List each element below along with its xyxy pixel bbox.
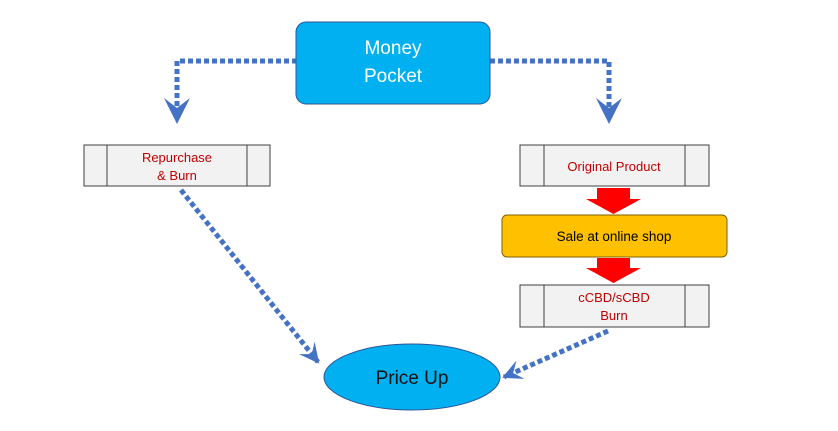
arrowhead-down-icon <box>164 98 190 124</box>
money-pocket-label-line2: Pocket <box>364 66 423 87</box>
repurchase-burn-node: Repurchase & Burn <box>83 144 271 187</box>
block-arrow-down-icon <box>586 188 641 214</box>
ccbd-scbd-burn-label-line2: Burn <box>600 308 627 323</box>
sale-online-shop-label: Sale at online shop <box>557 229 672 244</box>
connector-pocket-to-original-product <box>490 58 612 118</box>
repurchase-burn-label-line2: & Burn <box>157 168 197 183</box>
price-up-node: Price Up <box>323 343 501 411</box>
connector-pocket-to-repurchase <box>174 58 297 118</box>
arrowhead-down-icon <box>596 98 622 124</box>
ccbd-scbd-burn-node: cCBD/sCBD Burn <box>519 284 710 328</box>
price-up-label: Price Up <box>376 368 449 389</box>
connector-burn-to-price-up <box>502 328 610 380</box>
repurchase-burn-label-line1: Repurchase <box>142 150 212 165</box>
sale-online-shop-node: Sale at online shop <box>501 214 728 258</box>
ccbd-scbd-burn-label-line1: cCBD/sCBD <box>578 290 650 305</box>
original-product-label: Original Product <box>567 159 661 174</box>
money-pocket-label-line1: Money <box>364 38 422 59</box>
connector-repurchase-to-price-up <box>179 188 320 364</box>
money-pocket-node: Money Pocket <box>295 21 491 105</box>
block-arrow-down-icon <box>586 258 641 283</box>
original-product-node: Original Product <box>519 144 710 187</box>
